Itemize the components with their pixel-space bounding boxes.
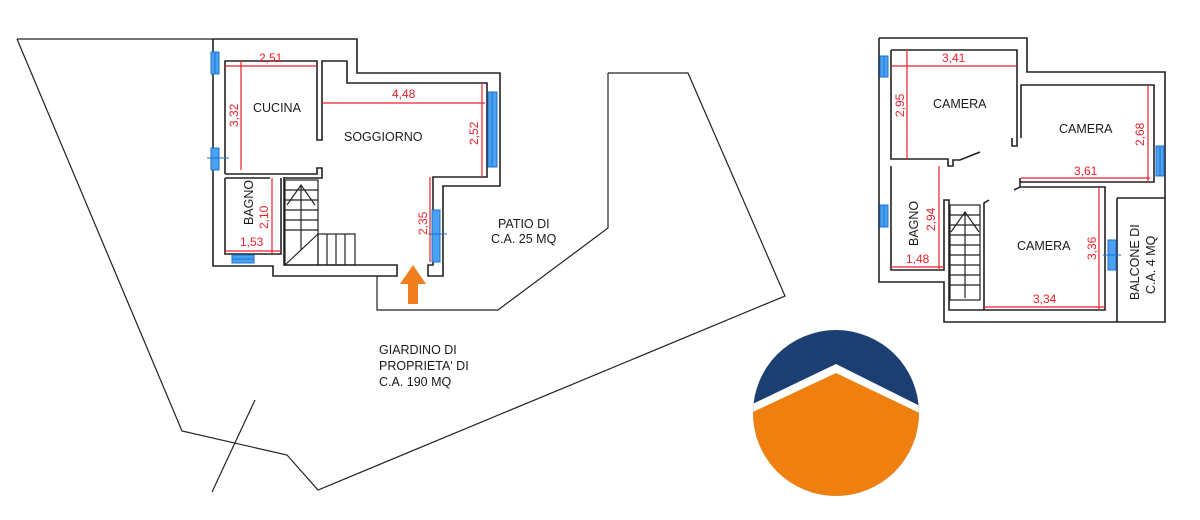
ground-floor-stairs [284,179,356,266]
ground-floor-windows [207,51,498,264]
room-label-camera1: CAMERA [933,97,987,111]
dim-soggiorno-lower-height: 2,35 [416,211,430,235]
dim-cucina-width: 2,51 [259,51,283,65]
patio-label-line2: C.A. 25 MQ [491,232,557,246]
first-floor-stairs [949,204,981,301]
window-cucina-bottom [210,147,220,171]
room-label-soggiorno: SOGGIORNO [344,130,423,144]
balcone-label-line1: BALCONE DI [1128,224,1142,300]
dim-camera2-height: 2,68 [1133,122,1147,146]
room-label-bagno-first: BAGNO [907,201,921,246]
patio-outline [376,73,609,311]
window-soggiorno-lower [431,209,441,263]
room-label-camera3: CAMERA [1017,239,1071,253]
dim-camera3-height: 3,36 [1085,236,1099,260]
company-logo [753,330,919,496]
logo-orange-part [753,373,919,496]
room-label-camera2: CAMERA [1059,122,1113,136]
balcone-label-line2: C.A. 4 MQ [1144,235,1158,294]
dim-camera1-width: 3,41 [942,51,966,65]
dim-camera2-width: 3,61 [1074,164,1098,178]
dim-camera3-width: 3,34 [1033,292,1057,306]
dim-soggiorno-height: 2,52 [467,121,481,145]
entrance-arrow-icon [400,265,426,304]
first-floor-windows [879,55,1165,271]
dim-bagno-height-first: 2,94 [924,207,938,231]
ground-floor-dimension-lines [225,61,485,262]
dim-soggiorno-width: 4,48 [392,87,416,101]
dim-bagno-width-ground: 1,53 [240,235,264,249]
room-label-cucina: CUCINA [253,101,302,115]
first-floor-walls [878,37,1166,323]
dim-cucina-height: 3,32 [227,103,241,127]
garden-label-line2: PROPRIETA' DI [379,359,469,373]
garden-label-line1: GIARDINO DI [379,343,457,357]
dim-camera1-height: 2,95 [893,93,907,117]
room-label-bagno-ground: BAGNO [242,180,256,225]
dim-bagno-width-first: 1,48 [906,252,930,266]
garden-label-line3: C.A. 190 MQ [379,375,452,389]
first-floor-dimension-lines [891,50,1150,310]
patio-label-line1: PATIO DI [498,217,550,231]
garden-outline [16,38,786,493]
dim-bagno-height-ground: 2,10 [257,205,271,229]
